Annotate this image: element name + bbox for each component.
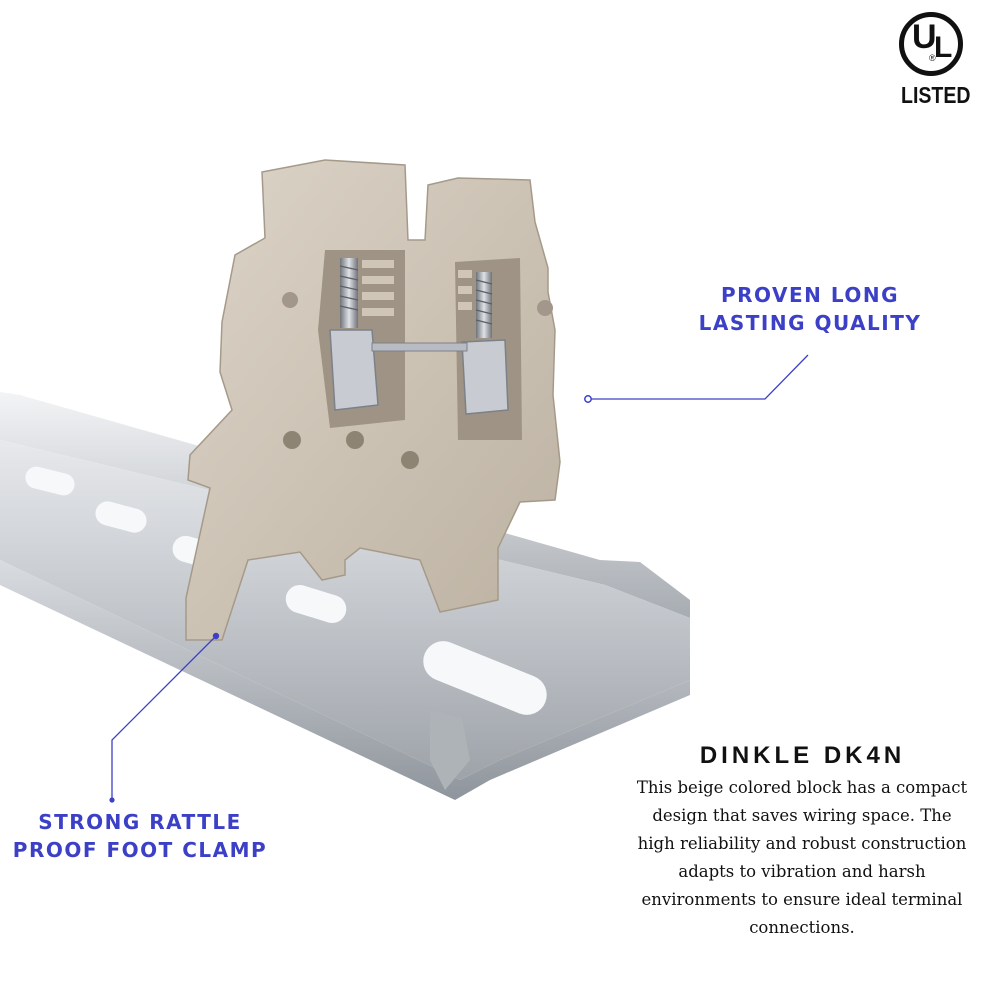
rail-slot	[95, 501, 147, 533]
quality-callout-line-1: PROVEN LONG	[720, 283, 900, 307]
clamp-callout: STRONG RATTLE PROOF FOOT CLAMP	[0, 808, 280, 864]
rail-slot	[285, 585, 347, 623]
ul-logo-icon: U L ®	[899, 12, 963, 76]
ul-registered-mark: ®	[929, 53, 936, 63]
clamp-connector	[109, 632, 220, 803]
ul-letter-l: L	[934, 31, 953, 64]
ul-listed-label: LISTED	[901, 82, 971, 108]
product-description: This beige colored block has a compact d…	[636, 778, 968, 937]
screw	[340, 258, 358, 328]
quality-callout-line-2: LASTING QUALITY	[698, 311, 922, 335]
terminal-block	[185, 159, 561, 641]
ul-letter-u: U	[912, 18, 937, 56]
rail-slot	[25, 466, 75, 496]
quality-connector	[584, 354, 809, 403]
rail-slot	[423, 641, 547, 715]
product-title: DINKLE DK4N	[699, 742, 906, 769]
ul-listed-badge: U L ® LISTED	[895, 12, 975, 112]
quality-callout: PROVEN LONG LASTING QUALITY	[660, 281, 960, 337]
clamp-callout-line-2: PROOF FOOT CLAMP	[12, 838, 268, 862]
clamp-callout-line-1: STRONG RATTLE	[38, 810, 242, 834]
